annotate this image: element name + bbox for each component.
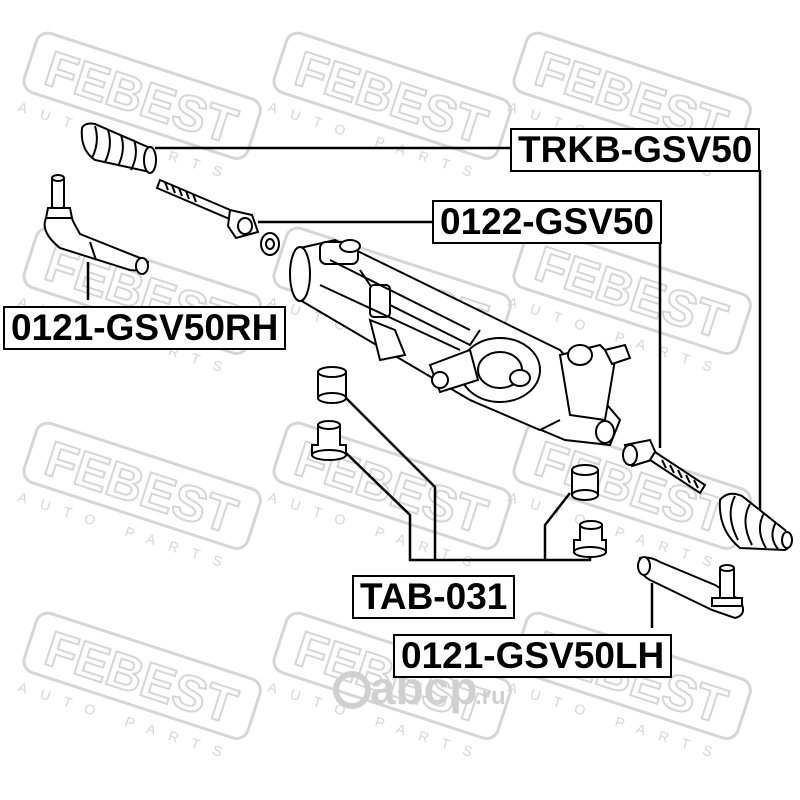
site-logo-icon — [333, 671, 371, 709]
tie-rod-end-rh — [43, 174, 150, 275]
leader-bush-3 — [543, 492, 571, 560]
boot-rh — [80, 122, 157, 174]
site-watermark-domain: .ru — [475, 683, 506, 710]
boot-lh — [718, 492, 793, 552]
bushing-4 — [573, 520, 607, 558]
label-tie-rod-end-lh: 0121-GSV50LH — [393, 634, 673, 678]
leader-bush-1 — [339, 391, 437, 560]
label-bushing: TAB-031 — [352, 575, 516, 619]
steering-rack — [289, 238, 632, 447]
tie-rod-lh — [622, 438, 707, 495]
label-boot: TRKB-GSV50 — [510, 128, 761, 172]
bushing-1 — [317, 366, 347, 404]
tie-rod-rh — [155, 178, 280, 256]
label-tie-rod: 0122-GSV50 — [432, 200, 662, 244]
tie-rod-end-lh — [637, 556, 745, 620]
bushing-2 — [311, 420, 347, 461]
bushing-3 — [571, 464, 599, 501]
label-tie-rod-end-rh: 0121-GSV50RH — [3, 306, 287, 350]
leader-lines — [86, 146, 762, 628]
